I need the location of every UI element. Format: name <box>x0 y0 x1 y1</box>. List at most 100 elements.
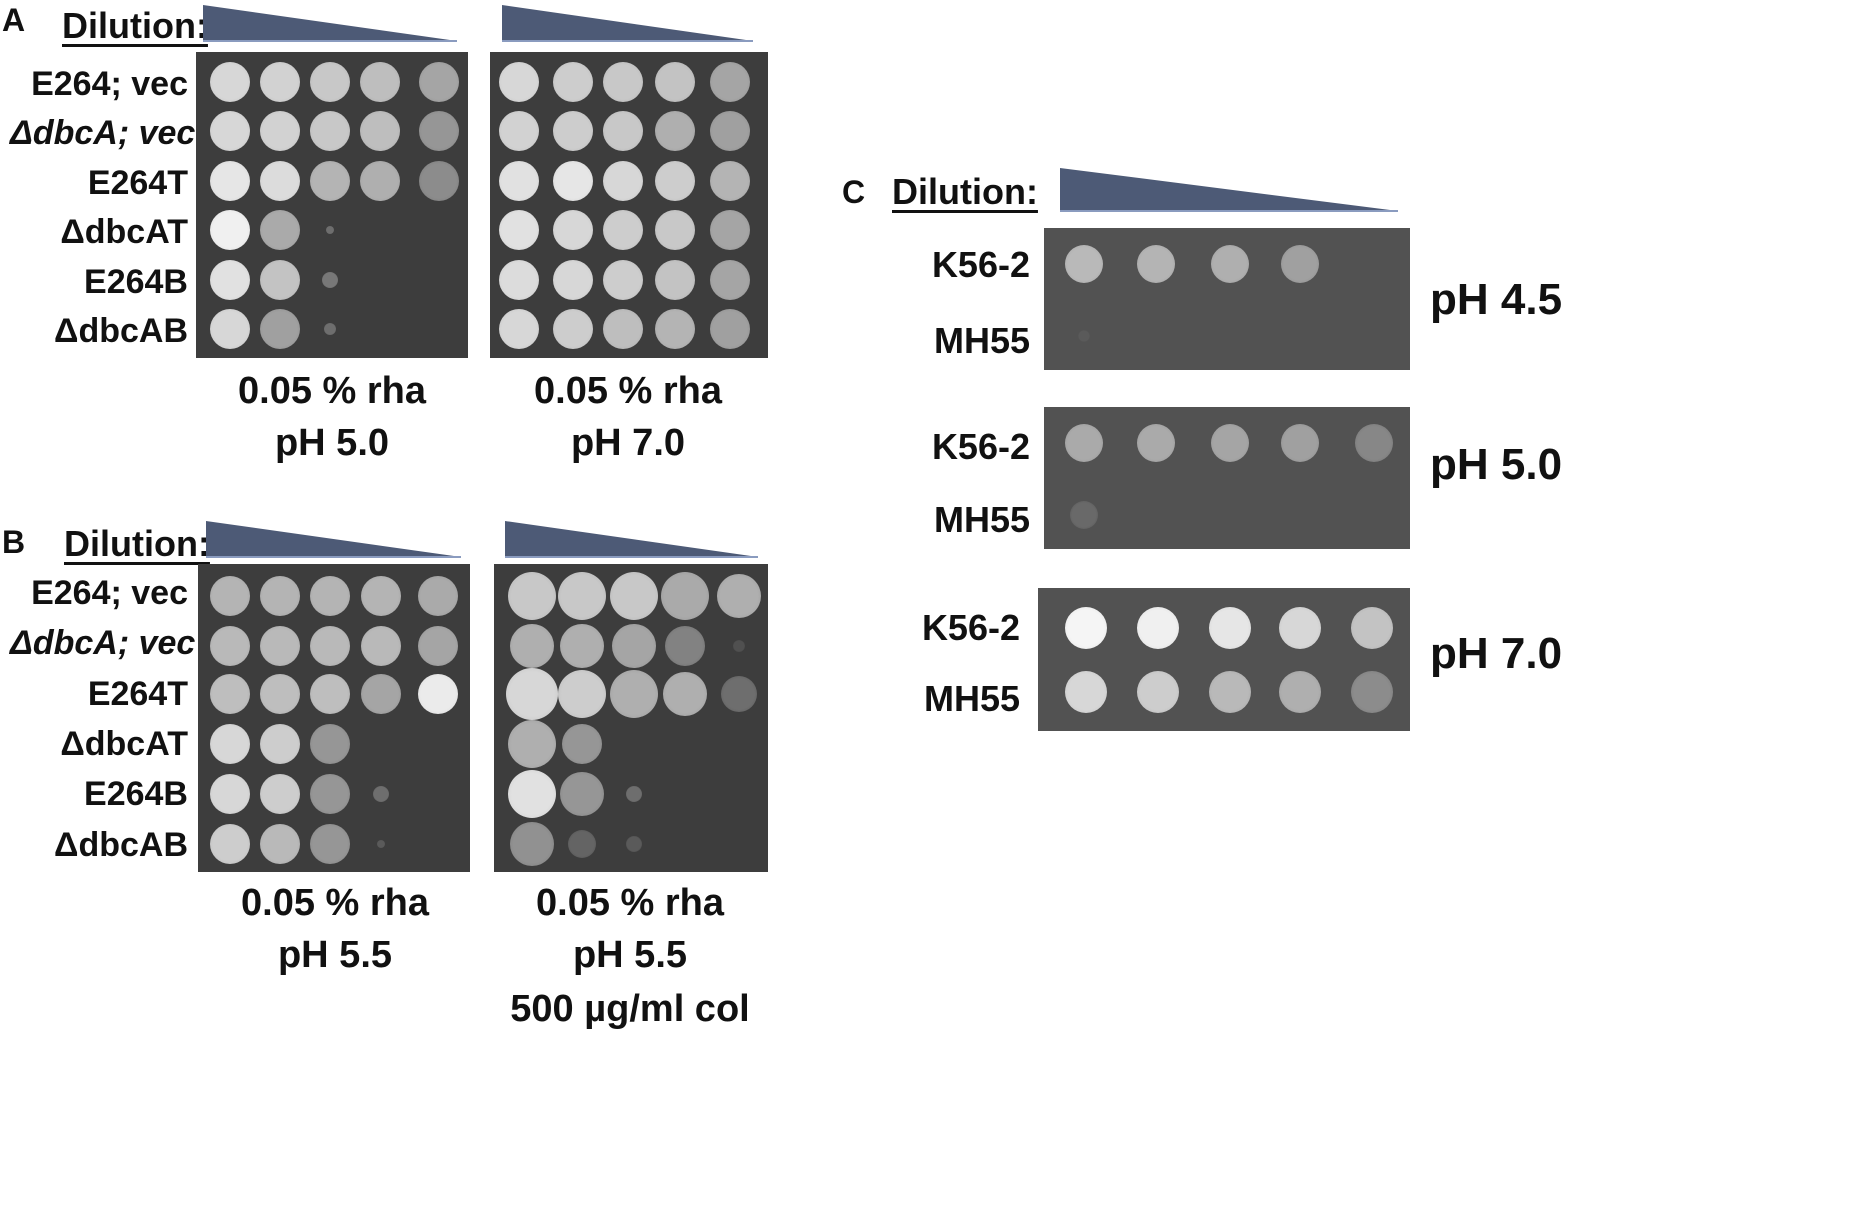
colony-spot <box>1065 245 1103 283</box>
colony-spot <box>1279 607 1321 649</box>
colony-spot <box>710 111 750 151</box>
colony-spot <box>322 272 338 288</box>
colony-spot <box>568 830 596 858</box>
colony-spot <box>418 626 458 666</box>
colony-spot <box>655 309 695 349</box>
panel-b-dilution-label: Dilution: <box>64 523 210 564</box>
panel-c-strain-label: MH55 <box>933 320 1030 361</box>
colony-spot <box>260 210 300 250</box>
colony-spot <box>310 111 350 151</box>
panel-c-plate-2 <box>1044 407 1410 549</box>
colony-spot <box>1137 245 1175 283</box>
colony-spot <box>499 62 539 102</box>
colony-spot <box>553 111 593 151</box>
colony-spot <box>377 840 385 848</box>
colony-spot <box>717 574 761 618</box>
colony-spot <box>655 260 695 300</box>
colony-spot <box>310 774 350 814</box>
panel-a-plate-1-condition: 0.05 % rha <box>238 370 426 412</box>
colony-spot <box>310 576 350 616</box>
colony-spot <box>1137 607 1179 649</box>
colony-spot <box>1137 424 1175 462</box>
colony-spot <box>560 624 604 668</box>
colony-spot <box>553 161 593 201</box>
panel-c-dilution-wedge <box>1060 168 1398 212</box>
colony-spot <box>499 111 539 151</box>
panel-a-plate-1-condition: pH 5.0 <box>274 422 390 464</box>
colony-spot <box>655 210 695 250</box>
colony-spot <box>310 674 350 714</box>
colony-spot <box>373 786 389 802</box>
colony-spot <box>361 626 401 666</box>
colony-spot <box>603 260 643 300</box>
colony-spot <box>508 720 556 768</box>
panel-a-strain-label: E264; vec <box>31 65 188 103</box>
colony-spot <box>499 161 539 201</box>
colony-spot <box>603 309 643 349</box>
colony-spot <box>499 309 539 349</box>
panel-b-strain-label: ΔdbcAT <box>60 725 188 763</box>
colony-spot <box>610 572 658 620</box>
colony-spot <box>260 260 300 300</box>
colony-spot <box>510 822 554 866</box>
panel-a-plate-2-condition: 0.05 % rha <box>534 370 722 412</box>
colony-spot <box>210 724 250 764</box>
colony-spot <box>418 674 458 714</box>
colony-spot <box>260 626 300 666</box>
colony-spot <box>310 161 350 201</box>
panel-b-dilution-wedge-2 <box>505 521 758 558</box>
colony-spot <box>1209 671 1251 713</box>
panel-a-plate-2 <box>490 52 768 358</box>
colony-spot <box>710 62 750 102</box>
panel-c-ph-label: pH 7.0 <box>1430 629 1563 678</box>
colony-spot <box>603 210 643 250</box>
panel-b-strain-label: ΔdbcA; vec <box>10 624 196 662</box>
colony-spot <box>499 210 539 250</box>
colony-spot <box>1351 671 1393 713</box>
colony-spot <box>310 626 350 666</box>
colony-spot <box>610 670 658 718</box>
colony-spot <box>260 824 300 864</box>
colony-spot <box>1351 607 1393 649</box>
colony-spot <box>210 309 250 349</box>
panel-b-dilution-wedge-1 <box>206 521 461 558</box>
colony-spot <box>210 260 250 300</box>
colony-spot <box>210 774 250 814</box>
colony-spot <box>655 62 695 102</box>
colony-spot <box>710 210 750 250</box>
colony-spot <box>733 640 745 652</box>
colony-spot <box>508 770 556 818</box>
colony-spot <box>310 62 350 102</box>
colony-spot <box>310 724 350 764</box>
panel-a-strain-label: ΔdbcAB <box>54 312 188 350</box>
panel-a-letter: A <box>2 2 26 38</box>
panel-c-strain-label: K56-2 <box>931 426 1030 467</box>
colony-spot <box>210 111 250 151</box>
colony-spot <box>626 836 642 852</box>
panel-c-strain-label: MH55 <box>923 678 1020 719</box>
colony-spot <box>210 626 250 666</box>
colony-spot <box>360 111 400 151</box>
panel-b-plate-2-condition: 0.05 % rha <box>536 882 724 924</box>
panel-b-plate-1-condition: pH 5.5 <box>277 934 393 976</box>
colony-spot <box>558 670 606 718</box>
colony-spot <box>553 210 593 250</box>
colony-spot <box>1137 671 1179 713</box>
panel-a-strain-label: E264T <box>87 164 188 202</box>
panel-c-plate-1 <box>1044 228 1410 370</box>
colony-spot <box>210 576 250 616</box>
colony-spot <box>655 111 695 151</box>
colony-spot <box>1211 424 1249 462</box>
colony-spot <box>260 576 300 616</box>
colony-spot <box>260 111 300 151</box>
colony-spot <box>360 161 400 201</box>
colony-spot <box>360 62 400 102</box>
colony-spot <box>419 62 459 102</box>
panel-a-strain-label: E264B <box>84 263 188 301</box>
panel-b-plate-1-condition: 0.05 % rha <box>241 882 429 924</box>
colony-spot <box>499 260 539 300</box>
colony-spot <box>665 626 705 666</box>
panel-b-strain-label: E264; vec <box>31 574 188 612</box>
panel-b-plate-1 <box>198 564 470 872</box>
panel-b-strain-label: E264B <box>84 775 188 813</box>
